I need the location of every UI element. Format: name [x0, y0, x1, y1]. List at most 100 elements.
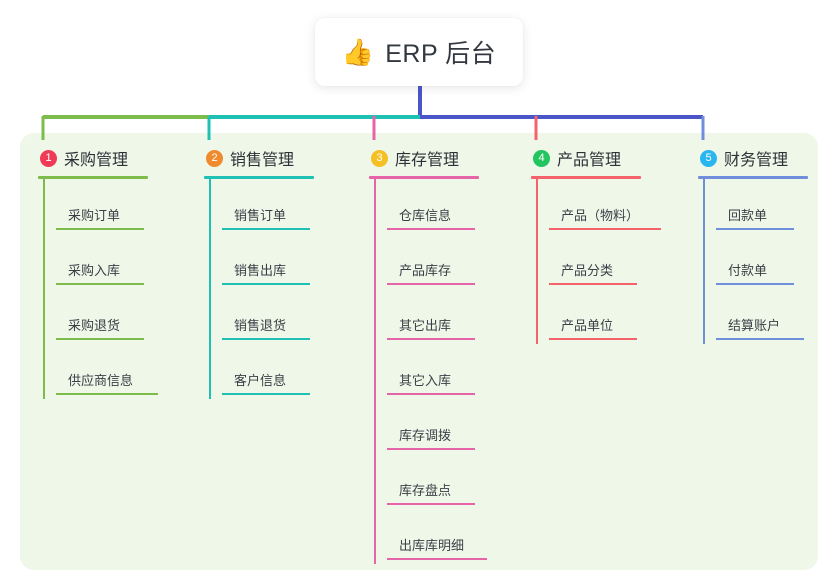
root-node-content: 👍 ERP 后台 — [342, 34, 496, 70]
list-item-underline — [222, 228, 310, 230]
list-item[interactable]: 供应商信息 — [56, 344, 158, 399]
category-item-list: 采购订单采购入库采购退货供应商信息 — [38, 179, 158, 399]
list-item-label: 供应商信息 — [68, 373, 134, 388]
list-item-label: 采购退货 — [68, 318, 121, 333]
list-item-label: 库存调拨 — [399, 428, 452, 443]
list-item-label: 出库库明细 — [399, 538, 465, 553]
category-title: 财务管理 — [724, 152, 789, 169]
category-column-1: 1 采购管理采购订单采购入库采购退货供应商信息 — [38, 146, 158, 399]
list-item-label: 产品分类 — [561, 263, 614, 278]
list-item-label: 销售出库 — [234, 263, 287, 278]
list-item-underline — [222, 283, 310, 285]
category-underline — [38, 176, 148, 179]
category-item-list: 仓库信息产品库存其它出库其它入库库存调拨库存盘点出库库明细 — [369, 179, 487, 564]
category-spine-line — [703, 179, 705, 344]
thumbs-up-icon: 👍 — [341, 37, 375, 67]
category-title: 库存管理 — [395, 152, 460, 169]
list-item-label: 付款单 — [728, 263, 768, 278]
category-title: 采购管理 — [64, 152, 129, 169]
list-item-underline — [387, 228, 475, 230]
category-header-1[interactable]: 1 采购管理 — [38, 146, 148, 170]
category-item-list: 产品（物料） 产品分类产品单位 — [531, 179, 661, 344]
category-underline — [204, 176, 314, 179]
list-item-label: 产品单位 — [561, 318, 614, 333]
list-item[interactable]: 客户信息 — [222, 344, 314, 399]
list-item-underline — [56, 283, 144, 285]
list-item-underline — [549, 283, 637, 285]
list-item[interactable]: 出库库明细 — [387, 509, 487, 564]
list-item[interactable]: 付款单 — [716, 234, 808, 289]
list-item-label: 产品库存 — [399, 263, 452, 278]
list-item-label: 其它出库 — [399, 318, 452, 333]
list-item-label: 采购订单 — [68, 208, 121, 223]
list-item-underline — [387, 448, 475, 450]
list-item[interactable]: 回款单 — [716, 179, 808, 234]
category-spine-line — [536, 179, 538, 344]
list-item-label: 采购入库 — [68, 263, 121, 278]
list-item[interactable]: 销售出库 — [222, 234, 314, 289]
list-item-underline — [387, 393, 475, 395]
category-column-3: 3 库存管理仓库信息产品库存其它出库其它入库库存调拨库存盘点出库库明细 — [369, 146, 487, 564]
list-item-label: 仓库信息 — [399, 208, 452, 223]
list-item[interactable]: 库存盘点 — [387, 454, 479, 509]
list-item-underline — [387, 558, 487, 560]
list-item-underline — [549, 228, 661, 230]
list-item[interactable]: 采购入库 — [56, 234, 148, 289]
list-item-underline — [56, 393, 158, 395]
category-underline — [698, 176, 808, 179]
category-item-list: 销售订单销售出库销售退货客户信息 — [204, 179, 314, 399]
category-number-badge: 3 — [371, 149, 388, 167]
category-header-3[interactable]: 3 库存管理 — [369, 146, 479, 170]
category-header-2[interactable]: 2 销售管理 — [204, 146, 314, 170]
list-item-underline — [716, 338, 804, 340]
category-title: 销售管理 — [230, 152, 295, 169]
list-item[interactable]: 销售退货 — [222, 289, 314, 344]
category-spine-line — [374, 179, 376, 564]
list-item[interactable]: 其它入库 — [387, 344, 479, 399]
list-item[interactable]: 库存调拨 — [387, 399, 479, 454]
category-item-list: 回款单付款单结算账户 — [698, 179, 808, 344]
list-item-underline — [56, 228, 144, 230]
list-item-label: 产品（物料） — [561, 208, 640, 223]
list-item-underline — [387, 338, 475, 340]
list-item[interactable]: 产品分类 — [549, 234, 641, 289]
list-item-underline — [716, 283, 794, 285]
category-header-4[interactable]: 4 产品管理 — [531, 146, 641, 170]
list-item[interactable]: 结算账户 — [716, 289, 808, 344]
list-item-underline — [222, 393, 310, 395]
list-item-label: 客户信息 — [234, 373, 287, 388]
root-node-card[interactable]: 👍 ERP 后台 — [315, 18, 523, 86]
category-underline — [369, 176, 479, 179]
list-item[interactable]: 仓库信息 — [387, 179, 479, 234]
list-item-label: 销售订单 — [234, 208, 287, 223]
category-column-4: 4 产品管理产品（物料） 产品分类产品单位 — [531, 146, 661, 344]
category-number-badge: 2 — [206, 149, 223, 167]
list-item-underline — [387, 503, 475, 505]
category-underline — [531, 176, 641, 179]
list-item-label: 销售退货 — [234, 318, 287, 333]
list-item[interactable]: 采购退货 — [56, 289, 148, 344]
category-column-2: 2 销售管理销售订单销售出库销售退货客户信息 — [204, 146, 314, 399]
list-item-underline — [56, 338, 144, 340]
list-item[interactable]: 销售订单 — [222, 179, 314, 234]
list-item-underline — [716, 228, 794, 230]
list-item[interactable]: 其它出库 — [387, 289, 479, 344]
category-number-badge: 1 — [40, 149, 57, 167]
category-number-badge: 4 — [533, 149, 550, 167]
list-item-underline — [549, 338, 637, 340]
list-item[interactable]: 产品库存 — [387, 234, 479, 289]
root-node-title: ERP 后台 — [385, 40, 497, 68]
list-item-underline — [222, 338, 310, 340]
list-item-label: 结算账户 — [728, 318, 781, 333]
list-item[interactable]: 采购订单 — [56, 179, 148, 234]
list-item-label: 库存盘点 — [399, 483, 452, 498]
list-item[interactable]: 产品单位 — [549, 289, 641, 344]
diagram-background-panel — [20, 133, 818, 570]
category-spine-line — [43, 179, 45, 399]
category-title: 产品管理 — [557, 152, 622, 169]
list-item[interactable]: 产品（物料） — [549, 179, 661, 234]
